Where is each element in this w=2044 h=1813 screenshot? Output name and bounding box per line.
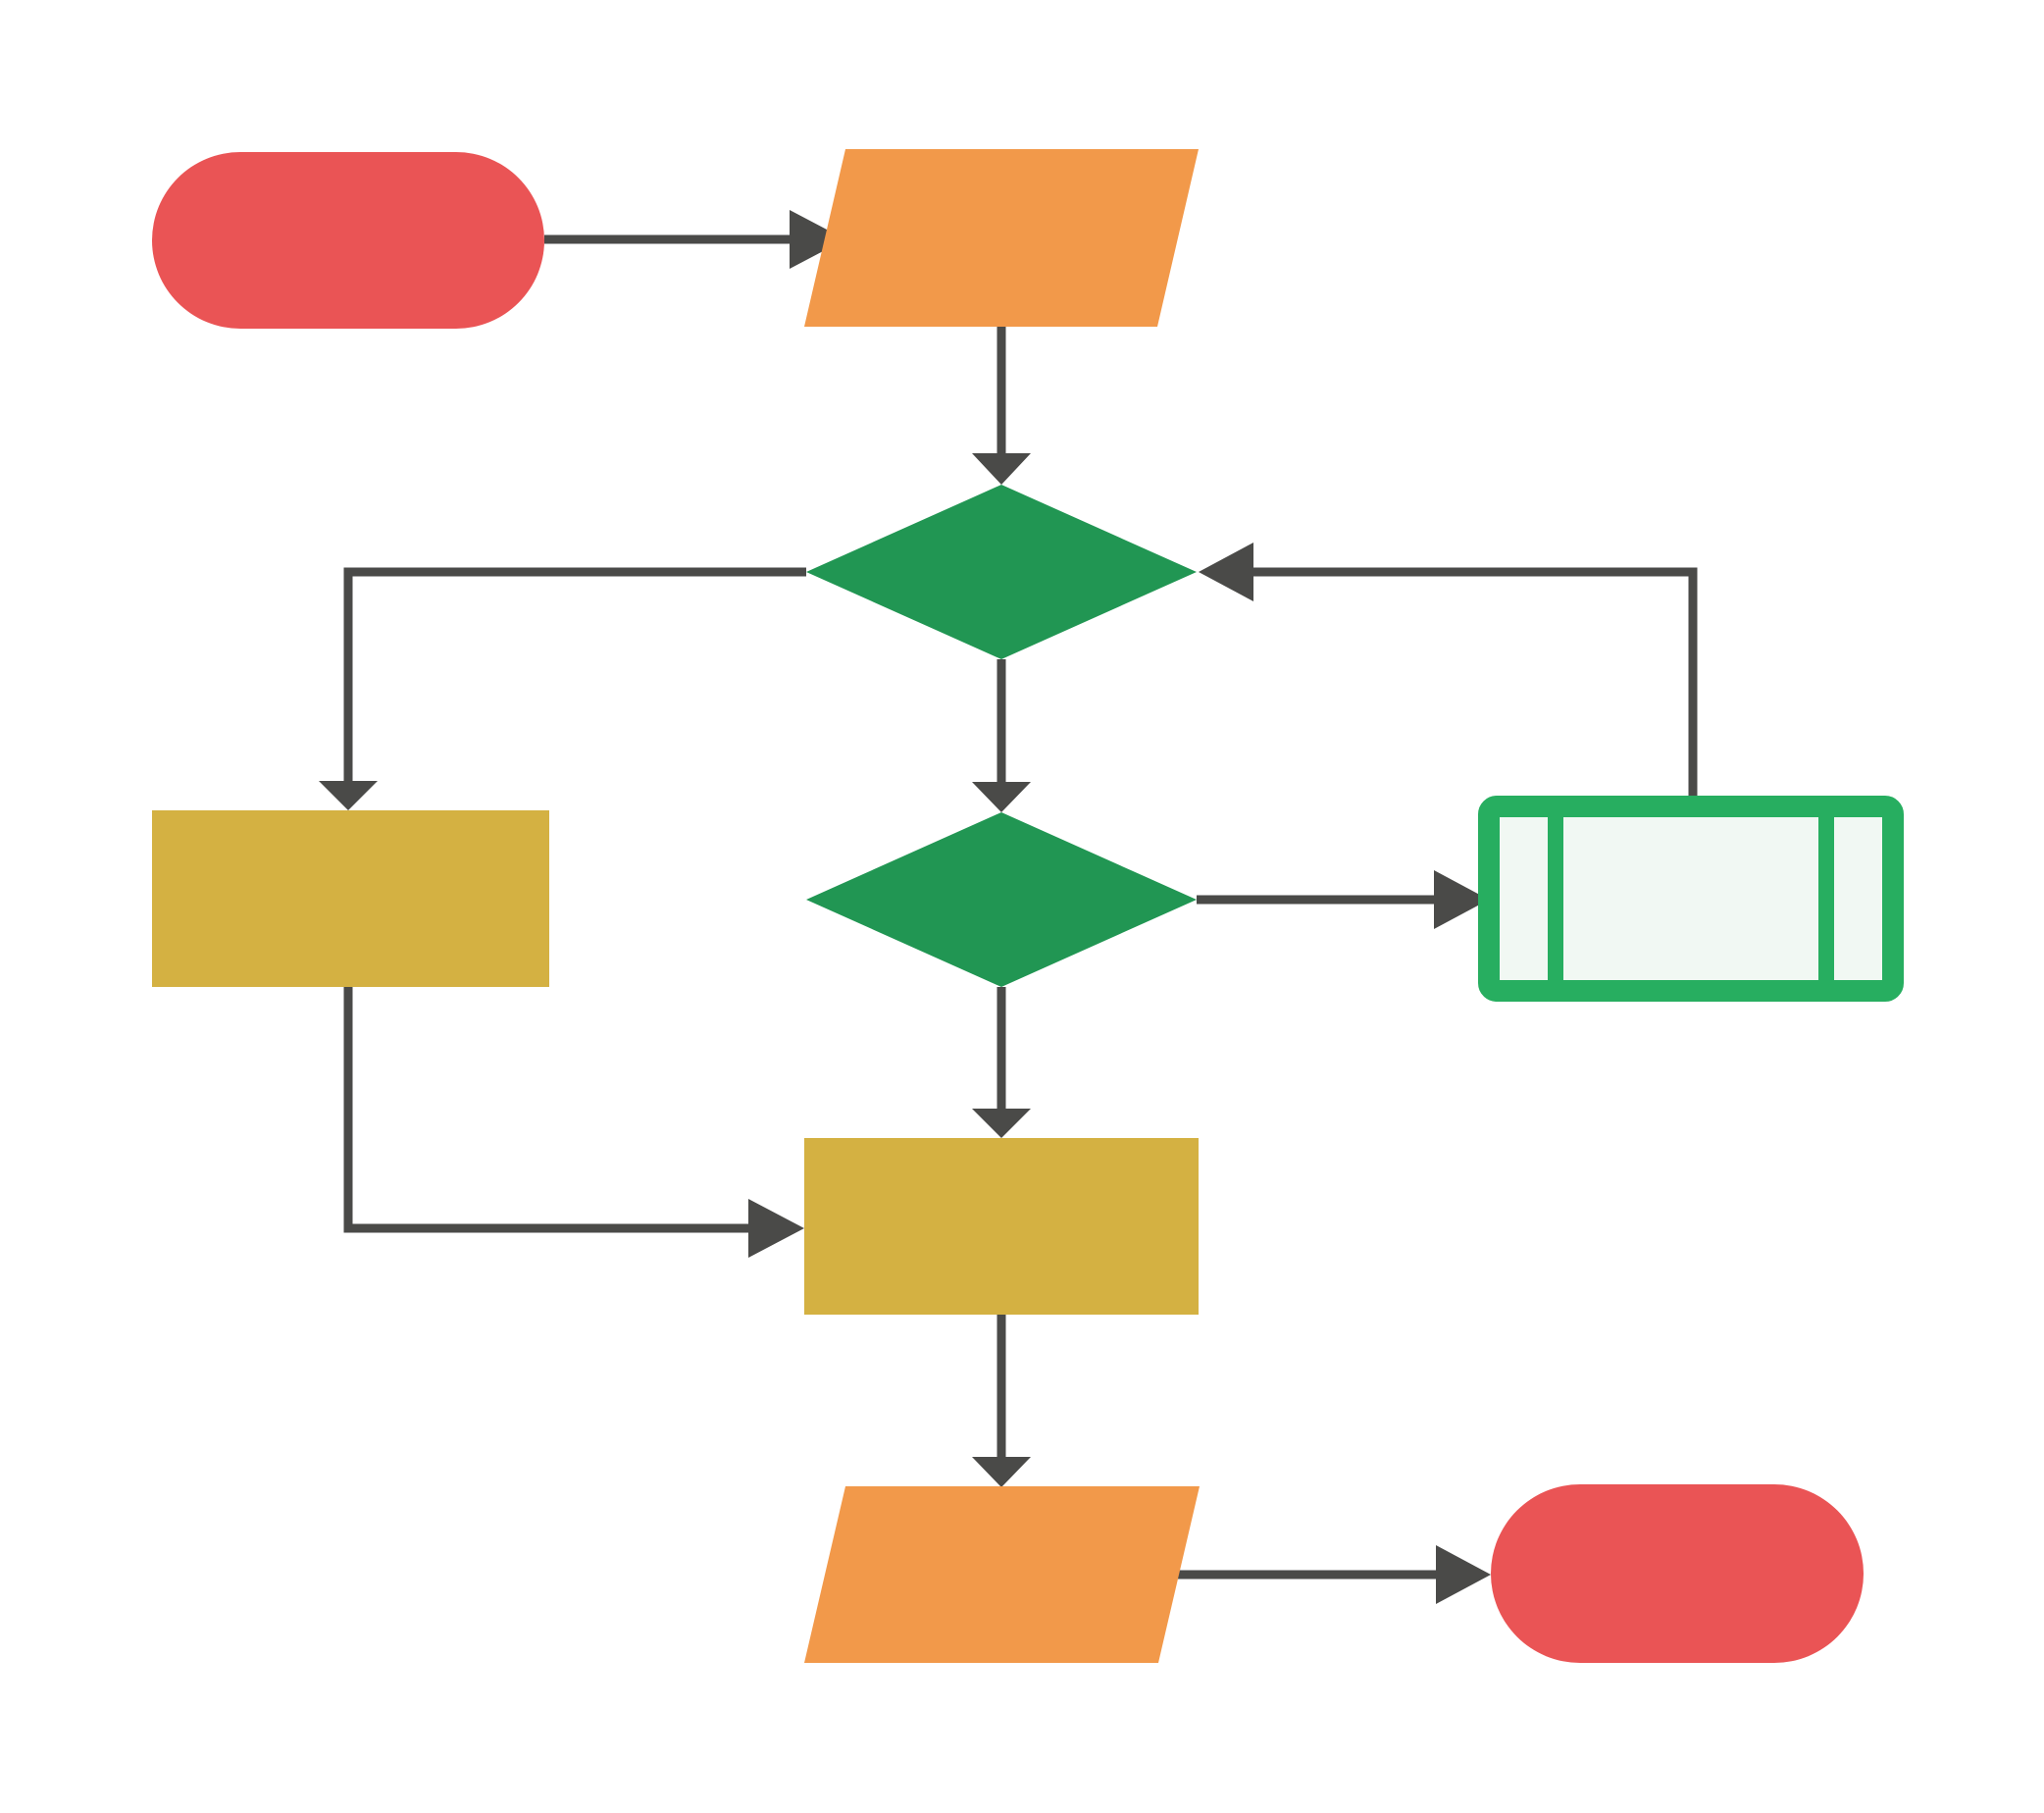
arrowhead-down: [972, 1109, 1031, 1138]
input-parallelogram-shape[interactable]: [804, 149, 1199, 327]
arrowhead-right: [790, 210, 845, 269]
subroutine-outer-shape[interactable]: [1478, 796, 1904, 1002]
decision1-diamond-shape[interactable]: [806, 485, 1197, 659]
arrowhead-left: [1199, 543, 1253, 601]
decision2-diamond-shape[interactable]: [806, 812, 1197, 987]
node-decision2[interactable]: [806, 812, 1197, 987]
arrowhead-down: [972, 1457, 1031, 1487]
node-process-merge[interactable]: [804, 1138, 1199, 1315]
start-terminator-shape[interactable]: [152, 152, 544, 329]
node-output[interactable]: [804, 1486, 1200, 1663]
edge-decision2-to-process-merge: [972, 987, 1031, 1138]
edge-input-to-decision1: [972, 327, 1031, 485]
node-decision1[interactable]: [806, 485, 1197, 659]
edge-process-merge-to-output: [972, 1315, 1031, 1487]
edge-decision2-to-subroutine: [1197, 870, 1489, 929]
edge-subroutine-to-decision1: [1199, 543, 1698, 806]
arrowhead-down: [319, 781, 378, 810]
node-end[interactable]: [1491, 1484, 1864, 1663]
node-input[interactable]: [804, 149, 1199, 327]
process-left-rect-shape[interactable]: [152, 810, 549, 987]
edge-start-to-input: [544, 210, 845, 269]
end-terminator-shape[interactable]: [1491, 1484, 1864, 1663]
arrowhead-right: [1436, 1545, 1491, 1604]
node-start[interactable]: [152, 152, 544, 329]
process-merge-rect-shape[interactable]: [804, 1138, 1199, 1315]
arrowhead-down: [972, 782, 1031, 812]
arrowhead-right: [1434, 870, 1489, 929]
edge-output-to-end: [1128, 1545, 1491, 1604]
edge-decision1-to-decision2: [972, 659, 1031, 812]
output-parallelogram-shape[interactable]: [804, 1486, 1200, 1663]
node-process-left[interactable]: [152, 810, 549, 987]
node-subroutine[interactable]: [1478, 796, 1904, 1002]
edge-decision1-to-process-left: [319, 567, 806, 810]
arrowhead-right: [748, 1199, 804, 1258]
edge-process-left-to-process-merge: [343, 987, 804, 1258]
arrowhead-down: [972, 453, 1031, 485]
